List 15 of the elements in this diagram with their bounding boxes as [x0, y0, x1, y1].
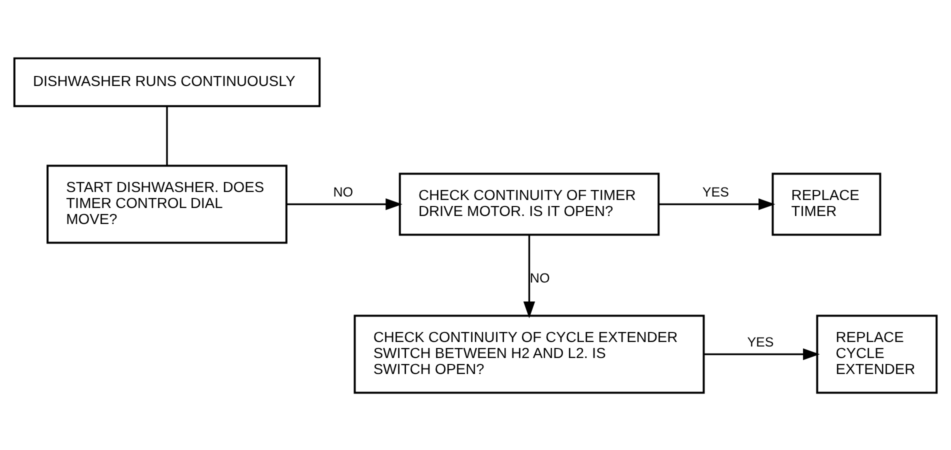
- node-box: CHECK CONTINUITY OF TIMER DRIVE MOTOR. IS IT OPEN?: [398, 172, 660, 236]
- edge-label: YES: [702, 184, 729, 199]
- arrow: [286, 198, 402, 210]
- edge-label: NO: [333, 184, 354, 199]
- node-box: CHECK CONTINUITY OF CYCLE EXTENDER SWITCH BETWEEN H2 AND L2. IS SWITCH OPEN?: [354, 314, 705, 394]
- node-box: REPLACE TIMER: [772, 172, 882, 236]
- node-box: REPLACE CYCLE EXTENDER: [816, 314, 938, 394]
- connector: [166, 106, 168, 165]
- edge-label: NO: [530, 270, 550, 286]
- arrow: [523, 234, 536, 318]
- node-box: DISHWASHER RUNS CONTINUOUSLY: [13, 56, 321, 107]
- node-box: START DISHWASHER. DOES TIMER CONTROL DIAL MOVE?: [46, 164, 288, 244]
- arrow: [658, 198, 776, 210]
- edge-label: YES: [747, 334, 774, 349]
- arrow: [704, 348, 820, 360]
